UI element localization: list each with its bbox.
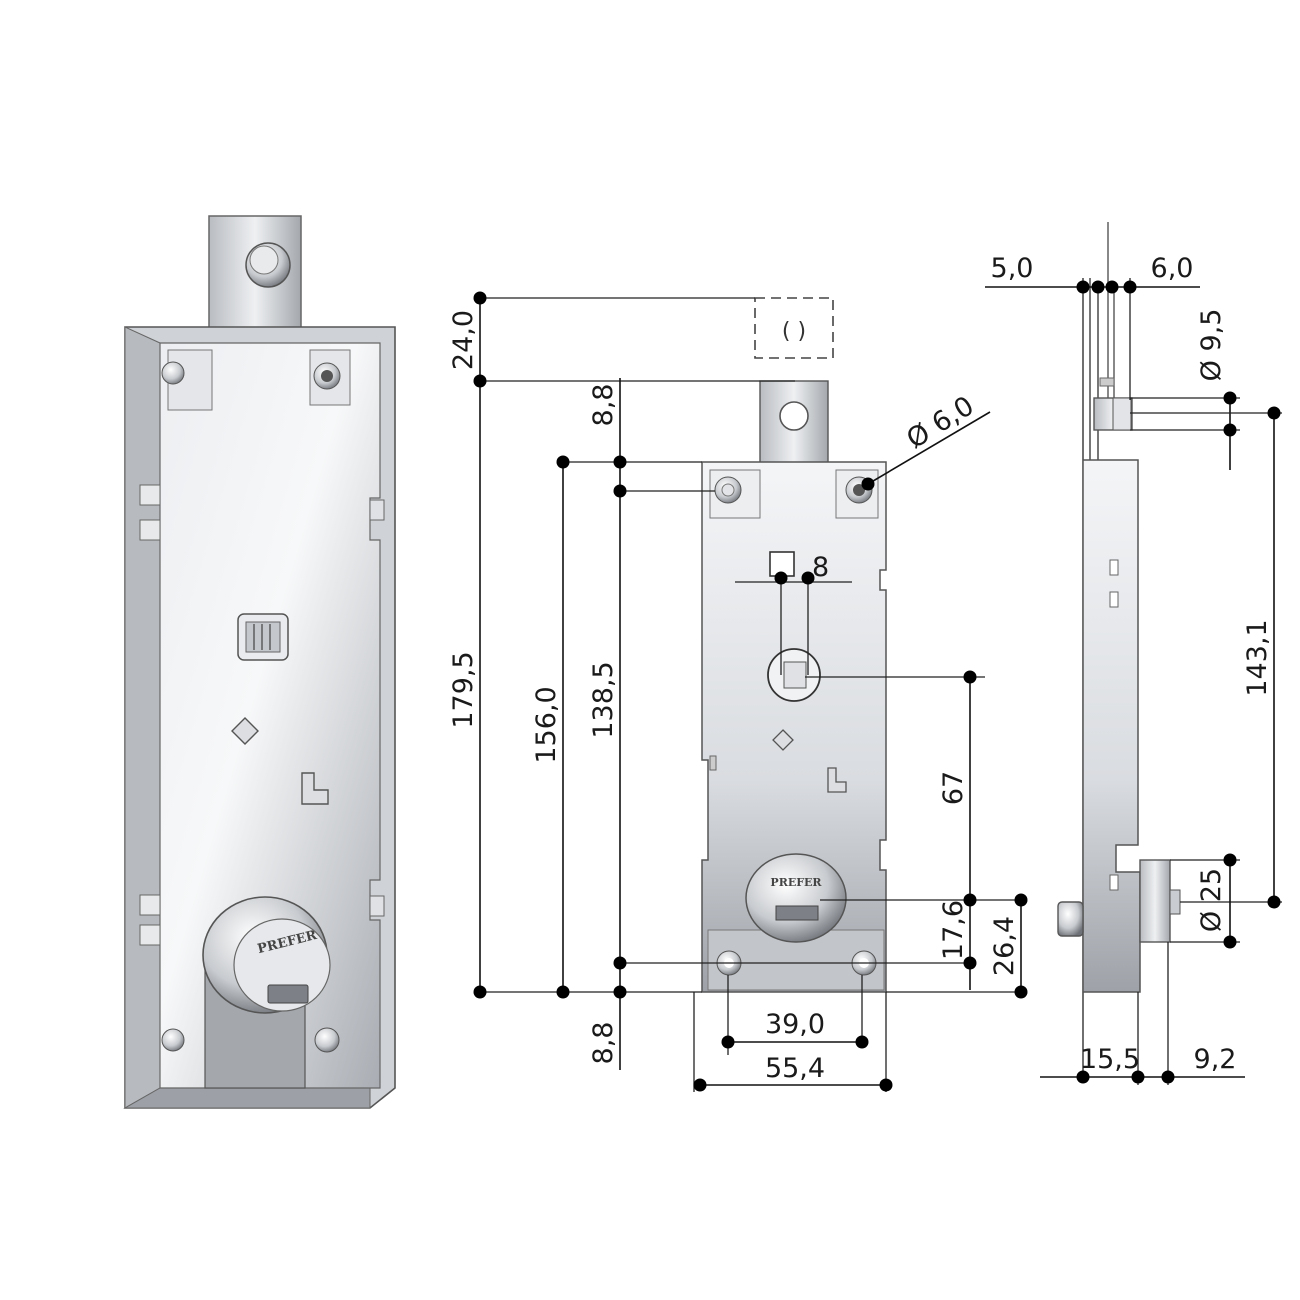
dim-phi-6-0: Ø 6,0 <box>901 390 979 455</box>
svg-text:( ): ( ) <box>782 319 806 344</box>
dim-26-4: 26,4 <box>989 916 1020 976</box>
front-view: ( ) PREFER <box>701 297 887 993</box>
dim-8-8-bottom: 8,8 <box>588 1022 619 1065</box>
side-cylinder <box>1139 859 1171 943</box>
inner-plate <box>159 342 381 1089</box>
dim-179-5: 179,5 <box>448 651 479 728</box>
front-cylinder <box>745 853 847 943</box>
dim-5-0: 5,0 <box>991 253 1034 284</box>
l-marker <box>301 772 329 805</box>
dim-8-8-top: 8,8 <box>588 384 619 427</box>
side-view <box>1057 222 1181 1080</box>
side-screw <box>1057 901 1084 937</box>
dim-67: 67 <box>938 771 969 805</box>
phantom-tab <box>754 297 834 359</box>
diamond-marker <box>231 717 259 745</box>
front-cylinder-brand: PREFER <box>770 876 822 889</box>
dimensions-side <box>985 278 1282 1085</box>
dim-square-8: 8 <box>812 552 829 583</box>
side-body <box>1082 459 1141 993</box>
dim-6-0: 6,0 <box>1151 253 1194 284</box>
dim-24-0: 24,0 <box>448 310 479 370</box>
dimensions-front <box>473 291 1028 1092</box>
front-plate <box>701 461 887 993</box>
dim-phi-9-5: Ø 9,5 <box>1196 309 1227 382</box>
keyway <box>267 984 309 1004</box>
dim-143-1: 143,1 <box>1242 619 1273 696</box>
dim-15-5: 15,5 <box>1080 1044 1140 1075</box>
dim-55-4: 55,4 <box>765 1053 825 1084</box>
dim-138-5: 138,5 <box>588 661 619 738</box>
perspective-view: PREFER <box>123 215 396 1109</box>
dim-9-2: 9,2 <box>1194 1044 1237 1075</box>
screw-hole-top-left <box>161 361 185 385</box>
dim-phi-25: Ø 25 <box>1196 868 1227 932</box>
dim-156-0: 156,0 <box>531 686 562 763</box>
dim-39-0: 39,0 <box>765 1009 825 1040</box>
dim-17-6: 17,6 <box>938 900 969 960</box>
